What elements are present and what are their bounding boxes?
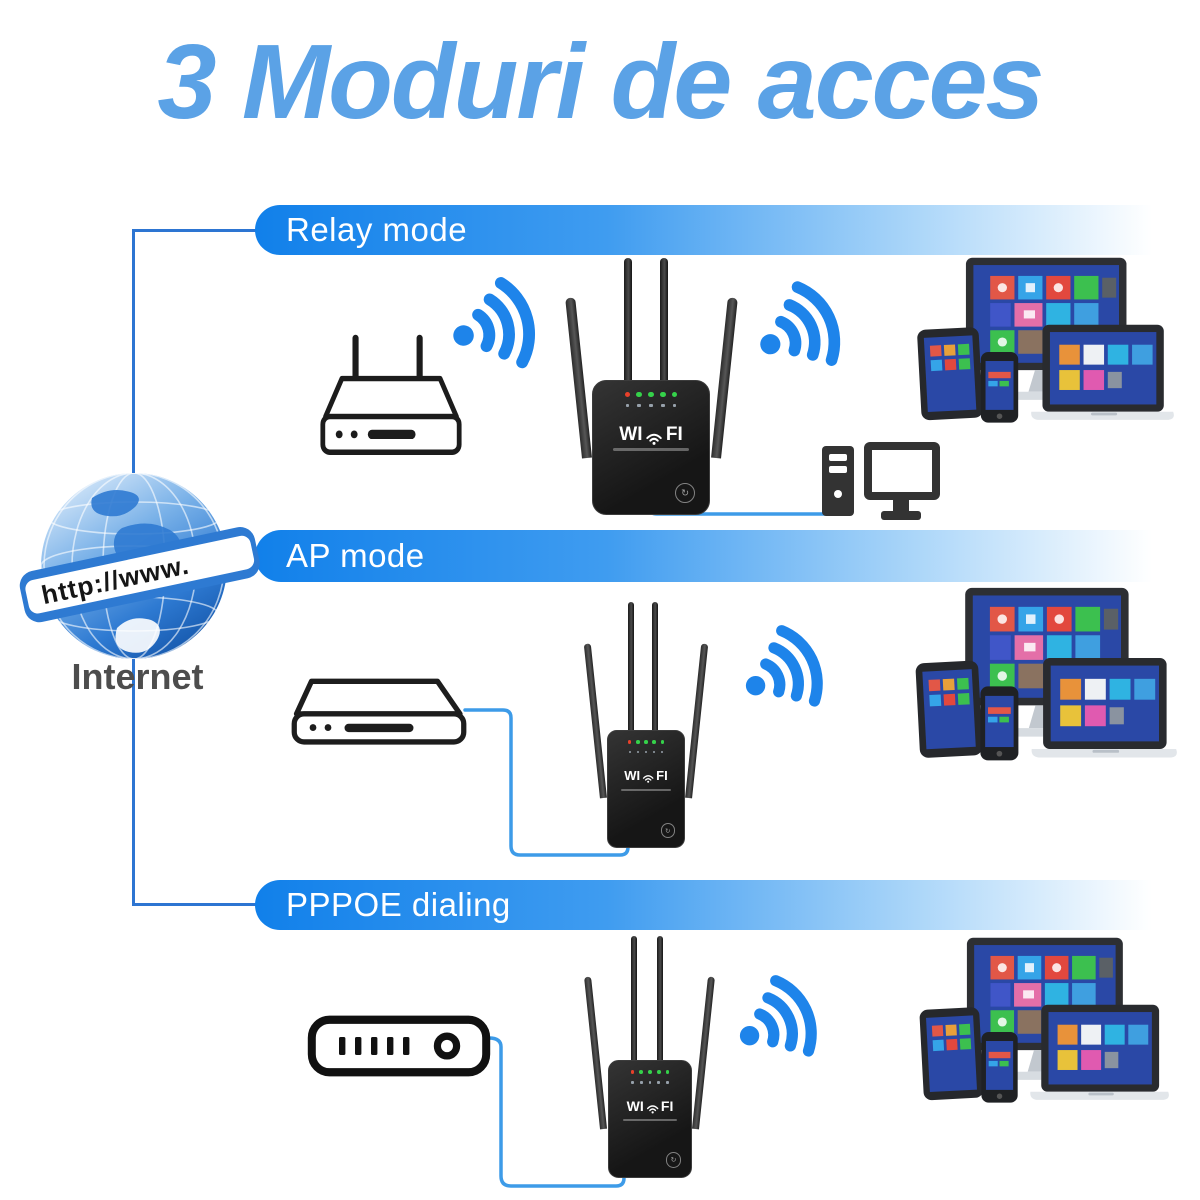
repeater-logo-prefix: WI [626, 1098, 644, 1115]
antenna [623, 258, 632, 392]
repeater-body: WI FI ↻ [592, 380, 710, 515]
repeater-logo: WI FI [593, 424, 709, 446]
devices-cluster-icon [893, 586, 1178, 766]
repeater-logo: WI FI [608, 768, 684, 783]
wifi-fan-icon [646, 1105, 659, 1114]
antenna [652, 602, 658, 742]
led-icons [609, 1080, 691, 1084]
repeater-subtext [622, 1119, 678, 1122]
status-leds [609, 1070, 691, 1075]
repeater-logo-suffix: FI [665, 423, 683, 445]
led-icons [608, 750, 684, 754]
dial-modem-icon [307, 1014, 491, 1078]
repeater-subtext [612, 447, 690, 451]
antenna [583, 643, 607, 799]
repeater-subtext [620, 789, 672, 792]
devices-cluster-icon [898, 936, 1170, 1108]
wifi-fan-icon [646, 433, 662, 445]
repeater-logo-suffix: FI [660, 1098, 674, 1115]
status-leds [593, 391, 709, 397]
internet-label: Internet [71, 656, 204, 697]
wifi-signal-icon [719, 603, 855, 739]
mode-label-pppoe: PPPOE dialing [286, 886, 511, 923]
repeater-body: WI FI ↻ [608, 1060, 692, 1178]
led-icons [593, 403, 709, 408]
antenna [685, 643, 709, 799]
wifi-signal-icon [713, 953, 849, 1089]
repeater-logo-prefix: WI [624, 768, 641, 784]
mode-label-ap: AP mode [286, 537, 425, 574]
internet-globe-icon: http://www. [19, 473, 260, 659]
page-title: 3 Moduri de acces [157, 23, 1044, 141]
wifi-signal-icon [733, 259, 874, 400]
wifi-repeater-device: WI FI ↻ [583, 602, 709, 848]
mode-label-relay: Relay mode [286, 211, 468, 248]
connector-line-pppoe [132, 903, 258, 906]
devices-cluster-icon [895, 256, 1175, 428]
antenna [628, 602, 634, 742]
wifi-repeater-device: WI FI ↻ [584, 936, 716, 1178]
desktop-pc-icon [820, 442, 942, 522]
antenna [710, 297, 738, 459]
wifi-repeater-device: WI FI ↻ [564, 258, 738, 515]
status-leds [608, 740, 684, 744]
mode-bar-pppoe: PPPOE dialing [255, 880, 1180, 930]
wps-button: ↻ [675, 483, 696, 504]
modem-icon [289, 676, 469, 748]
repeater-logo-suffix: FI [656, 768, 668, 784]
antenna [630, 936, 637, 1072]
antenna [692, 976, 716, 1129]
mode-bar-relay: Relay mode [255, 205, 1180, 255]
connector-line-relay [132, 229, 258, 232]
antenna [656, 936, 663, 1072]
antenna [660, 258, 669, 392]
antenna [564, 297, 592, 459]
repeater-body: WI FI ↻ [607, 730, 685, 848]
mode-bar-ap: AP mode [255, 530, 1180, 582]
wps-button: ↻ [660, 823, 675, 838]
wifi-fan-icon [642, 774, 654, 783]
wireless-router-icon [316, 332, 466, 460]
wps-button: ↻ [665, 1152, 682, 1168]
antenna [584, 976, 608, 1129]
repeater-logo-prefix: WI [619, 423, 643, 445]
repeater-logo: WI FI [609, 1098, 691, 1114]
